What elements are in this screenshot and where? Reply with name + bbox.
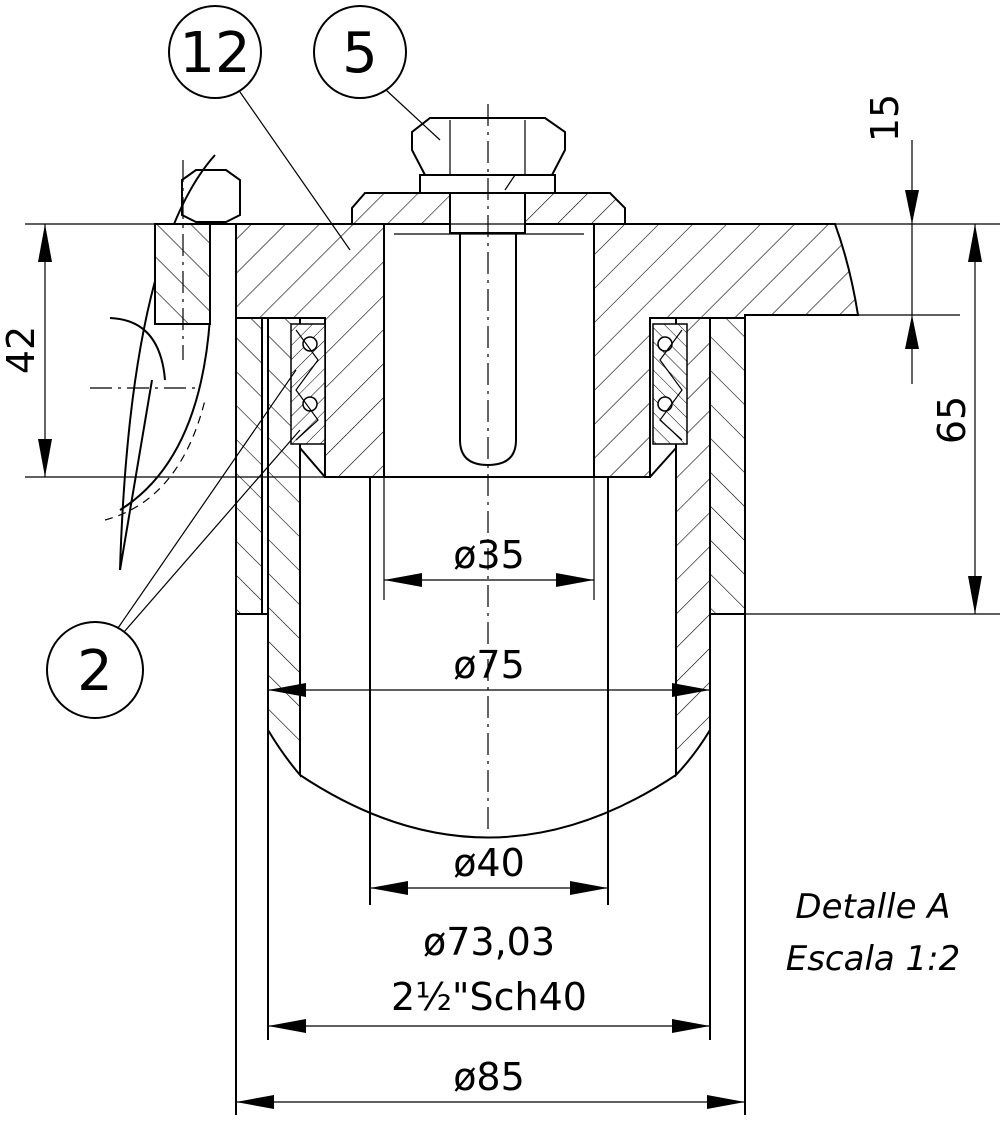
dim-dia35-label: ø35 xyxy=(453,533,525,577)
pipe-outline xyxy=(235,318,746,1115)
housing-section xyxy=(210,223,860,615)
dim-dia85-label: ø85 xyxy=(453,1055,525,1099)
dim-dia73: ø73,03 2½"Sch40 xyxy=(268,920,710,1033)
balloon-2: 2 xyxy=(46,369,301,719)
dim-dia40: ø40 xyxy=(370,841,608,895)
balloon-12-label: 12 xyxy=(179,21,250,86)
dim-dia85: ø85 xyxy=(236,1055,745,1109)
dim-65: 65 xyxy=(930,224,982,614)
seal-right xyxy=(652,323,688,445)
dim-dia73-label: ø73,03 xyxy=(423,920,555,964)
dim-dia35: ø35 xyxy=(384,533,594,587)
dim-65-label: 65 xyxy=(930,396,974,444)
balloon-5-label: 5 xyxy=(342,21,378,86)
balloon-2-label: 2 xyxy=(77,639,113,704)
balloon-5: 5 xyxy=(313,5,441,141)
dim-dia75: ø75 xyxy=(268,643,710,697)
balloon-12: 12 xyxy=(168,5,351,251)
dim-42: 42 xyxy=(0,224,52,477)
dim-42-label: 42 xyxy=(0,326,43,374)
detail-note: Detalle A Escala 1:2 xyxy=(786,887,961,979)
seal-left xyxy=(290,323,326,445)
dim-pipe-label: 2½"Sch40 xyxy=(391,975,587,1019)
note-line1: Detalle A xyxy=(795,887,950,927)
dim-15: 15 xyxy=(863,94,919,384)
dim-dia75-label: ø75 xyxy=(453,643,525,687)
left-detail xyxy=(90,154,241,571)
dim-15-label: 15 xyxy=(863,94,907,142)
note-line2: Escala 1:2 xyxy=(786,939,961,979)
dim-dia40-label: ø40 xyxy=(453,841,525,885)
